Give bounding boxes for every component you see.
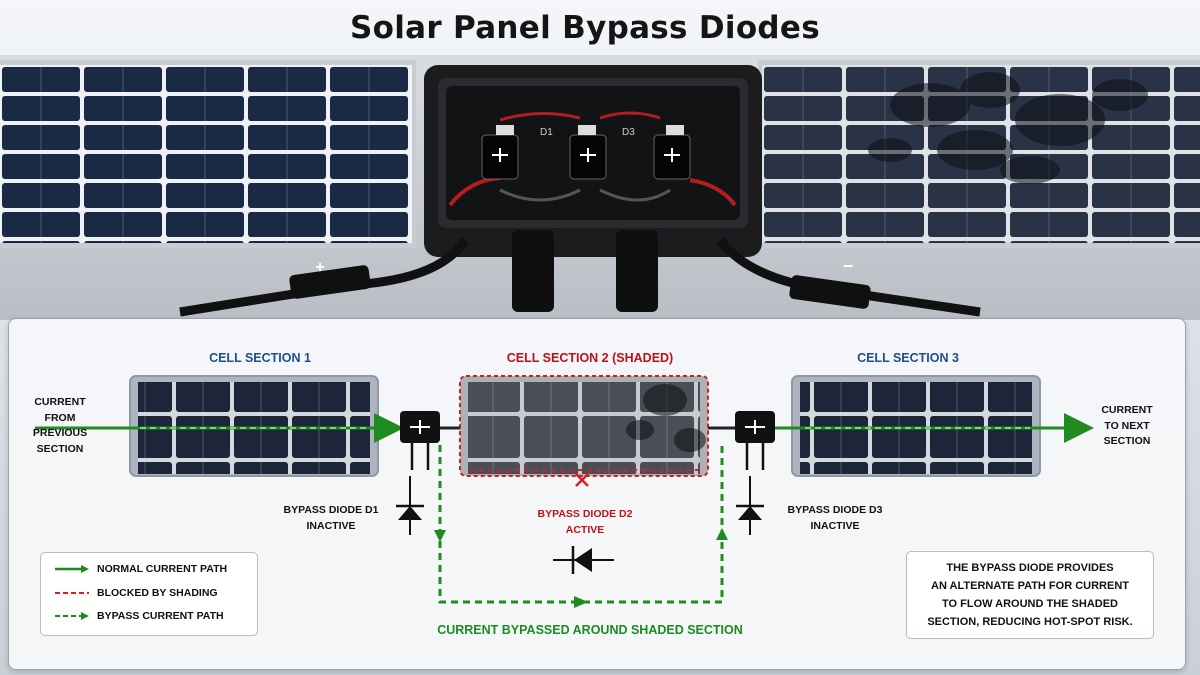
box-diode-d2 xyxy=(569,125,607,180)
diode-d2-symbol xyxy=(553,546,614,574)
box-label-d1: D1 xyxy=(540,127,553,138)
bypass-arrow xyxy=(574,596,588,608)
legend-blocked: BLOCKED BY SHADING xyxy=(55,587,218,599)
box-diode-d1 xyxy=(481,125,519,180)
page-title: Solar Panel Bypass Diodes xyxy=(349,10,821,46)
diode-d1-label: BYPASS DIODE D1 INACTIVE xyxy=(283,504,379,532)
blocked-x-icon xyxy=(575,473,589,487)
explanation-note: THE BYPASS DIODE PROVIDES AN ALTERNATE P… xyxy=(906,551,1154,639)
diode-d2-label: BYPASS DIODE D2 ACTIVE xyxy=(537,508,633,536)
box-diode-d3 xyxy=(653,125,691,180)
positive-terminal-label: + xyxy=(315,259,324,276)
box-label-d3: D3 xyxy=(622,127,635,138)
mc4-connector-2 xyxy=(616,230,658,312)
negative-terminal-label: − xyxy=(843,256,854,276)
current-out-label: CURRENT TO NEXT SECTION xyxy=(1101,404,1153,447)
section-2-label: CELL SECTION 2 (SHADED) xyxy=(506,351,674,365)
legend-normal-path: NORMAL CURRENT PATH xyxy=(55,561,227,577)
diode-module-d1 xyxy=(400,411,440,470)
legend: NORMAL CURRENT PATH BLOCKED BY SHADING B… xyxy=(40,552,258,636)
leaf-shadow xyxy=(868,72,1148,184)
bypass-caption: CURRENT BYPASSED AROUND SHADED SECTION xyxy=(437,623,743,637)
diode-d1-symbol xyxy=(396,476,424,535)
mc4-connector-1 xyxy=(512,230,554,312)
left-panel-cells xyxy=(0,65,412,243)
section-1-label: CELL SECTION 1 xyxy=(209,351,311,365)
diode-module-d3 xyxy=(735,411,775,470)
legend-bypass-path: BYPASS CURRENT PATH xyxy=(55,608,224,624)
bypass-path xyxy=(438,445,724,604)
diode-d3-symbol xyxy=(736,476,764,535)
diode-d3-label: BYPASS DIODE D3 INACTIVE xyxy=(787,504,883,532)
junction-box-photo: D1 D3 + − xyxy=(0,60,1200,317)
explanation-text: THE BYPASS DIODE PROVIDES AN ALTERNATE P… xyxy=(927,562,1133,628)
section-3-label: CELL SECTION 3 xyxy=(857,351,959,365)
current-in-label: CURRENT FROM PREVIOUS SECTION xyxy=(32,396,88,455)
